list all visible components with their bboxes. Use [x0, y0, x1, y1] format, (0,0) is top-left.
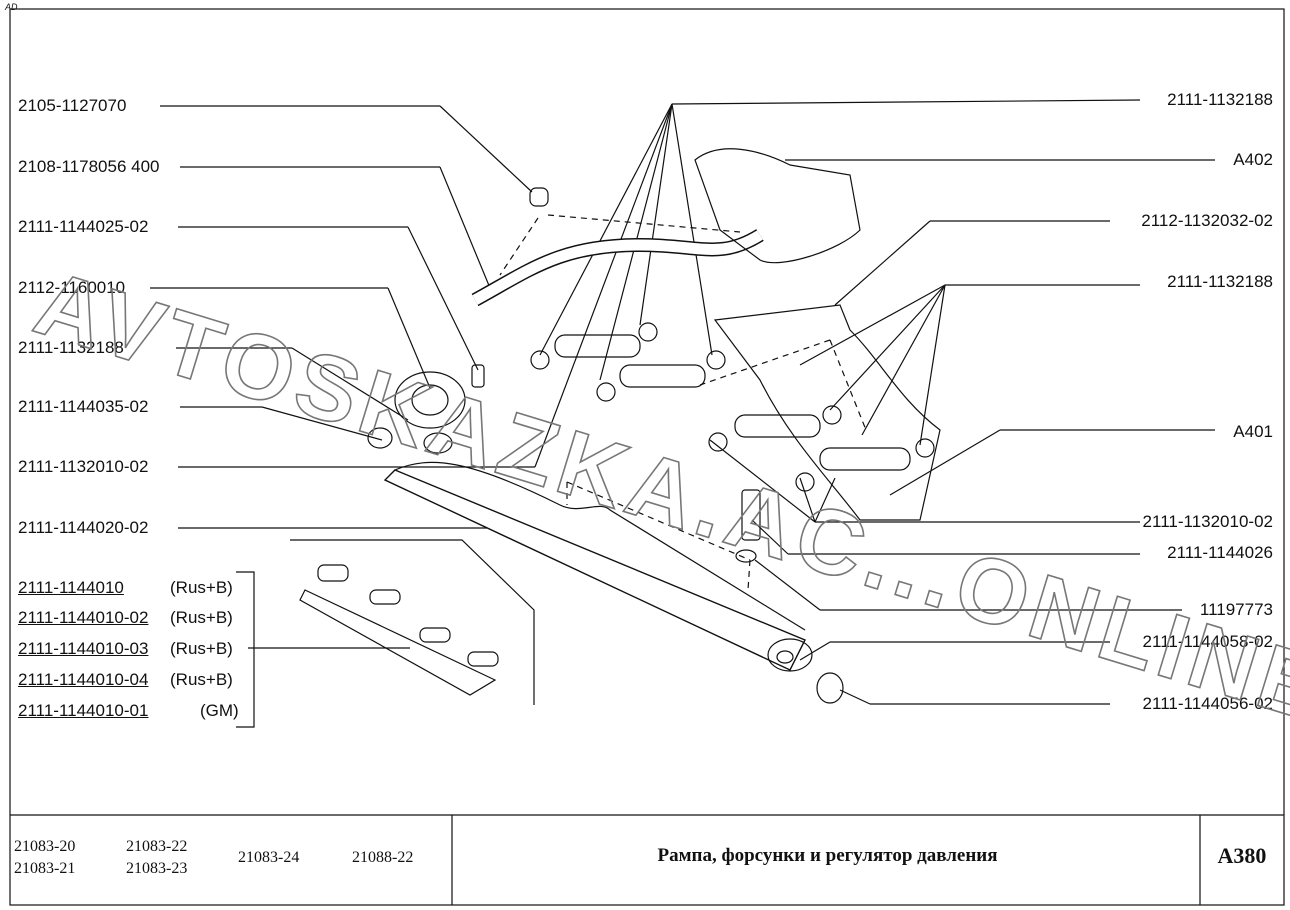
- model-code: 21088-22: [352, 849, 414, 866]
- sheet-border: [9, 8, 1285, 906]
- callout-rail: 2111-1144020-02: [18, 518, 149, 537]
- callout-o-ring-right: 2111-1132188: [1167, 272, 1273, 291]
- diagram-title: Рампа, форсунки и регулятор давления: [657, 845, 998, 866]
- model-code: 21083-24: [238, 849, 300, 866]
- variant-label: (Rus+B): [170, 670, 233, 689]
- model-code: 21083-21: [14, 860, 76, 877]
- clamp-2105-1127070: [529, 187, 549, 207]
- leader-line: [439, 105, 533, 193]
- variant-code: 2111-1144010-01: [18, 701, 149, 720]
- callout-bolt: 2111-1144026: [1167, 543, 1273, 562]
- variant-code: 2111-1144010: [18, 578, 124, 597]
- callout-hose: 2108-1178056 400: [18, 157, 160, 176]
- callout-valve: 2111-1144058-02: [1142, 632, 1273, 651]
- fuel-rail-body: [383, 469, 806, 671]
- model-code: 21083-20: [14, 838, 76, 855]
- callout-o-ring-top: 2111-1132188: [1167, 90, 1273, 109]
- variant-label: (Rus+B): [170, 639, 233, 658]
- washer-11197773: [735, 549, 757, 563]
- variant-code: 2111-1144010-04: [18, 670, 149, 689]
- sheet-code: A380: [1217, 843, 1267, 868]
- injector-3: [708, 405, 842, 452]
- callout-a401: A401: [1233, 422, 1273, 441]
- variant-label: (Rus+B): [170, 578, 233, 597]
- throttle-body-a402: [694, 148, 861, 264]
- model-code: 21083-22: [126, 838, 188, 855]
- callout-regulator: 2112-1160010: [18, 278, 126, 297]
- manifold-a401: [713, 304, 941, 521]
- bolt-2111-1144026: [741, 489, 761, 541]
- pressure-regulator: [394, 371, 466, 429]
- injector-2: [596, 350, 726, 402]
- injector-4: [795, 438, 935, 492]
- model-code: 21083-23: [126, 860, 188, 877]
- callout-regulator-bracket: 2111-1144025-02: [18, 217, 149, 236]
- callout-connector: 2112-1132032-02: [1141, 211, 1273, 230]
- variant-label: (Rus+B): [170, 608, 233, 627]
- callout-injector-right: 2111-1132010-02: [1142, 512, 1273, 531]
- variant-code: 2111-1144010-03: [18, 639, 149, 658]
- callout-a402: A402: [1233, 150, 1273, 169]
- corner-mark: AD: [5, 2, 18, 12]
- callout-cap: 2111-1144056-02: [1142, 694, 1273, 713]
- callout-washer: 11197773: [1199, 600, 1273, 619]
- variant-code: 2111-1144010-02: [18, 608, 149, 627]
- rail-plug: [816, 672, 844, 704]
- callout-seal: 2111-1144035-02: [18, 397, 149, 416]
- rail-end-cap: [767, 638, 813, 672]
- callout-injector-left: 2111-1132010-02: [18, 457, 149, 476]
- callout-clamp: 2105-1127070: [18, 96, 127, 115]
- variant-label: (GM): [200, 701, 239, 720]
- rail-assembly-small: [299, 589, 497, 696]
- injector-1: [530, 322, 658, 370]
- callout-o-ring-left: 2111-1132188: [18, 338, 124, 357]
